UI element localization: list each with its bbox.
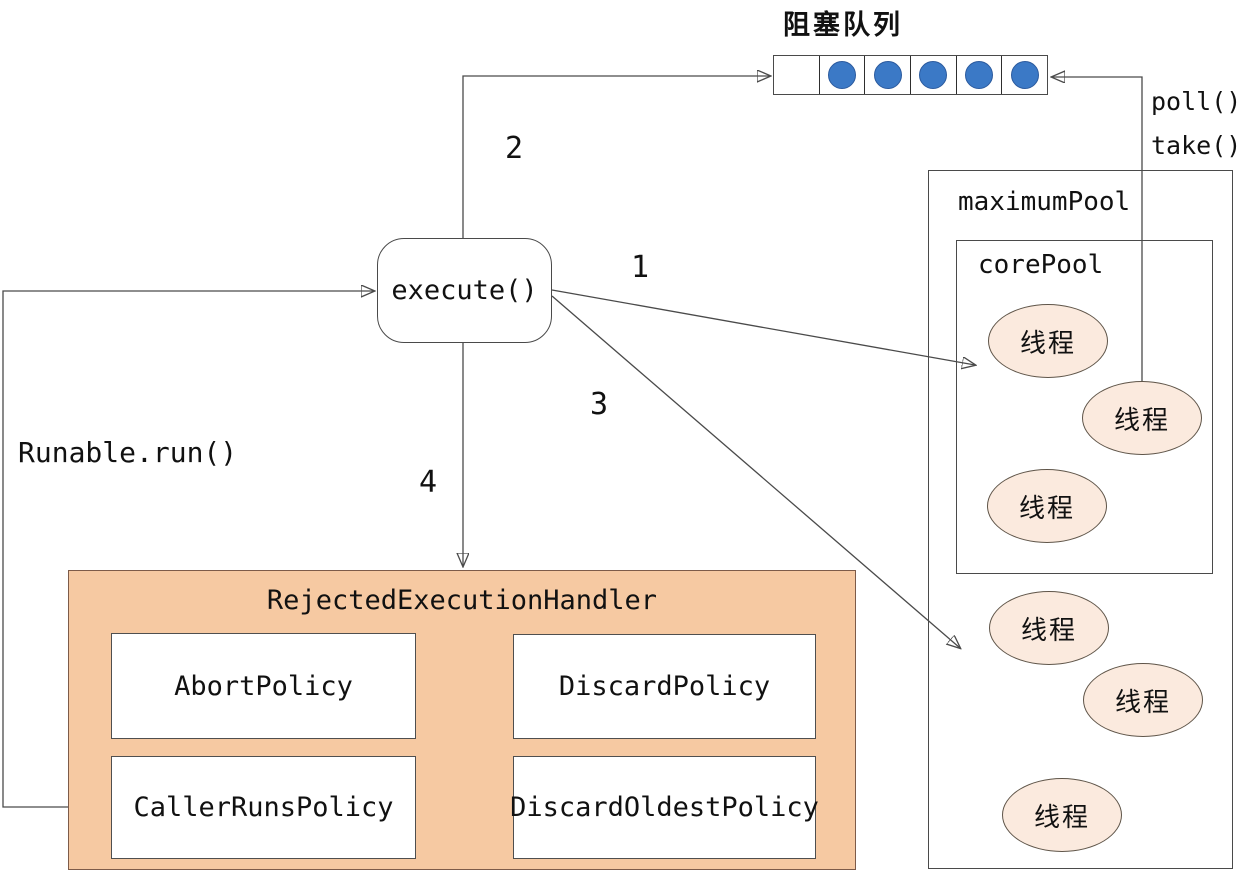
edge-runnable-run [2, 291, 374, 808]
edge-label-step3: 3 [590, 387, 609, 422]
core-thread-ellipse: 线程 [987, 469, 1107, 543]
maximum-pool-box [928, 170, 1233, 869]
max-thread-ellipse: 线程 [1002, 778, 1122, 852]
runnable-run-label: Runable.run() [18, 436, 238, 469]
core-pool-label: corePool [978, 250, 1104, 280]
queue-slot [1001, 56, 1047, 94]
task-dot [828, 61, 856, 89]
rejected-execution-handler-title: RejectedExecutionHandler [266, 585, 658, 616]
core-thread-ellipse: 线程 [1082, 381, 1202, 455]
abort-policy-box: AbortPolicy [111, 633, 416, 739]
queue-slot [818, 56, 865, 94]
discard-oldest-policy-box: DiscardOldestPolicy [510, 756, 819, 859]
task-dot [919, 61, 948, 89]
edge-step3 [551, 295, 960, 648]
edge-label-step1: 1 [631, 250, 650, 285]
maximum-pool-label: maximumPool [958, 187, 1131, 217]
poll-label: poll() [1151, 87, 1240, 116]
edge-step1 [551, 289, 975, 365]
core-thread-ellipse: 线程 [988, 304, 1108, 378]
queue-slot [910, 56, 956, 94]
edge-label-step2: 2 [505, 131, 524, 166]
blocking-queue [773, 55, 1048, 95]
edge-label-step4: 4 [419, 465, 438, 500]
queue-slot [955, 56, 1002, 94]
take-label: take() [1151, 131, 1240, 160]
caller-runs-policy-box: CallerRunsPolicy [111, 756, 416, 859]
max-thread-ellipse: 线程 [989, 591, 1109, 665]
blocking-queue-title: 阻塞队列 [783, 10, 903, 41]
core-pool-box [956, 240, 1213, 574]
max-thread-ellipse: 线程 [1083, 663, 1203, 737]
edge-poll-take [1052, 77, 1143, 381]
task-dot [873, 61, 902, 89]
task-dot [965, 61, 994, 89]
queue-slot [774, 56, 819, 94]
queue-slot [864, 56, 910, 94]
rejected-execution-handler-box: RejectedExecutionHandler AbortPolicy Dis… [68, 570, 856, 870]
task-dot [1010, 61, 1039, 89]
execute-node: execute() [377, 238, 552, 343]
edge-step2 [462, 76, 770, 238]
discard-policy-box: DiscardPolicy [513, 634, 816, 739]
